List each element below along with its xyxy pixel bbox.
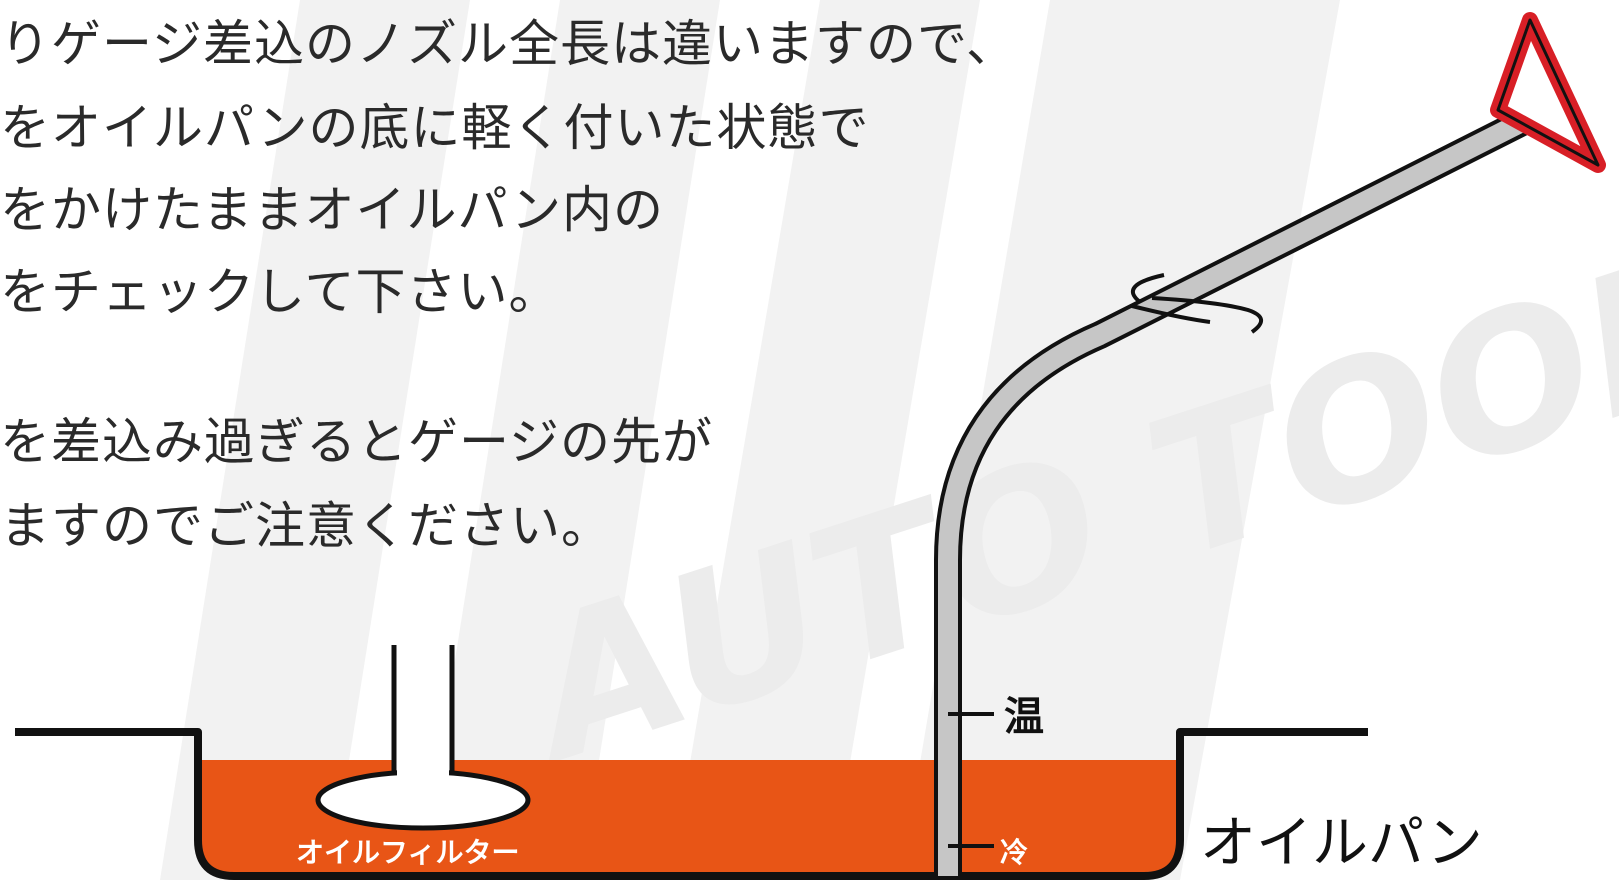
instruction-line-3: をかけたままオイルパン内の [0,181,664,239]
instruction-line-5: を差込み過ぎるとゲージの先が [0,413,713,471]
cold-mark-label: 冷 [1000,836,1028,869]
instruction-line-2: をオイルパンの底に軽く付いた状態で [0,99,870,157]
dipstick-tube [938,103,1547,876]
hot-mark-label: 温 [1004,694,1044,740]
instruction-line-1: りゲージ差込のノズル全長は違いますので、 [0,15,1017,73]
oil-pan-outline [15,728,1368,880]
dipstick-bend-mark [1131,273,1263,334]
oil-filter: オイルフィルター [296,645,531,869]
instruction-line-4: をチェックして下さい。 [0,263,560,321]
dipstick-gauge: 温 [934,12,1606,876]
oil-pan-label: オイルパン [1200,811,1483,876]
oil-filter-label: オイルフィルター [296,836,519,869]
instruction-line-6: ますのでご注意ください。 [0,497,612,555]
dipstick-handle [1490,12,1606,173]
